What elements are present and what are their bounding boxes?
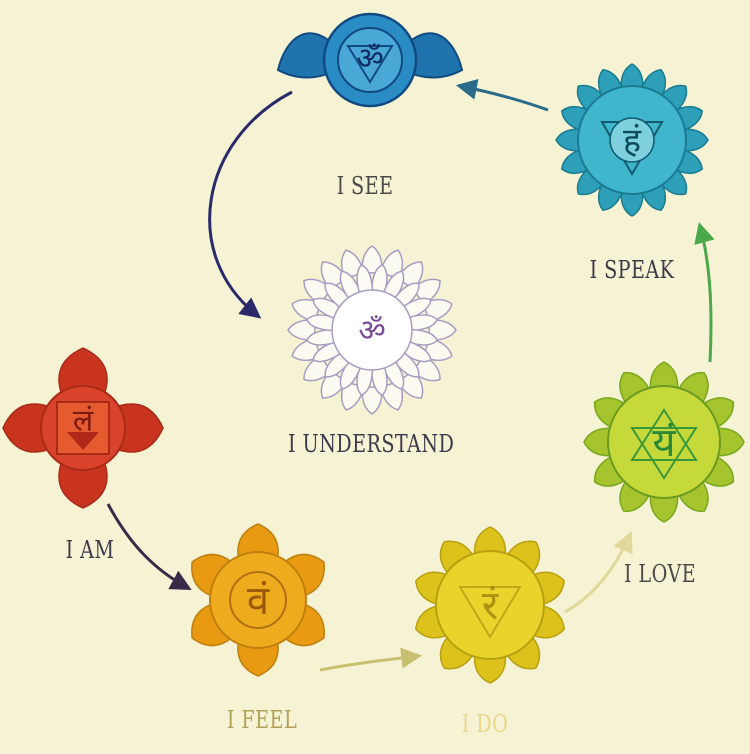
bija-syllable: रं	[482, 583, 499, 629]
arrow-thirdeye-to-crown	[208, 90, 293, 319]
solar-center	[435, 550, 545, 660]
root-chakra-symbol: लं	[2, 347, 164, 509]
bija-syllable: लं	[73, 404, 94, 439]
solar-triangle	[458, 586, 522, 639]
label-i-understand: I UNDERSTAND	[288, 430, 455, 458]
heart-triangle-down	[630, 427, 698, 480]
label-i-speak: I SPEAK	[589, 256, 675, 284]
heart-chakra-symbol: यं	[583, 361, 745, 523]
arrow-solar-to-heart	[564, 531, 633, 614]
label-i-feel: I FEEL	[226, 706, 298, 734]
arrow-throat-to-thirdeye	[455, 78, 549, 112]
bija-syllable: यं	[652, 420, 676, 466]
throat-inner	[609, 117, 655, 163]
arrow-heart-to-throat	[694, 221, 715, 363]
root-triangle	[67, 432, 99, 450]
sacral-chakra-symbol: वं	[191, 523, 325, 677]
arrow-sacral-to-solar	[319, 647, 423, 672]
sacral-center	[209, 551, 307, 649]
label-i-love: I LOVE	[623, 560, 697, 588]
sacral-ring	[229, 571, 287, 629]
label-i-am: I AM	[65, 536, 115, 564]
third-eye-chakra-symbol: ॐ	[276, 12, 464, 108]
heart-triangle-up	[630, 408, 698, 461]
bija-syllable: हं	[623, 121, 642, 161]
third-eye-inner	[337, 27, 403, 93]
petal	[356, 263, 374, 293]
label-i-do: I DO	[461, 710, 509, 738]
arrow-root-to-sacral	[106, 503, 192, 591]
bija-syllable: ॐ	[358, 314, 385, 349]
crown-center	[331, 289, 413, 371]
crown-chakra-symbol: ॐ	[287, 245, 457, 415]
label-i-see: I SEE	[336, 172, 394, 200]
third-eye-triangle	[346, 45, 394, 84]
heart-center	[607, 385, 721, 499]
solar-plexus-chakra-symbol: रं	[415, 526, 565, 684]
throat-chakra-symbol: हं	[555, 63, 709, 217]
bija-syllable: वं	[247, 578, 270, 624]
bija-syllable: ॐ	[356, 42, 383, 77]
